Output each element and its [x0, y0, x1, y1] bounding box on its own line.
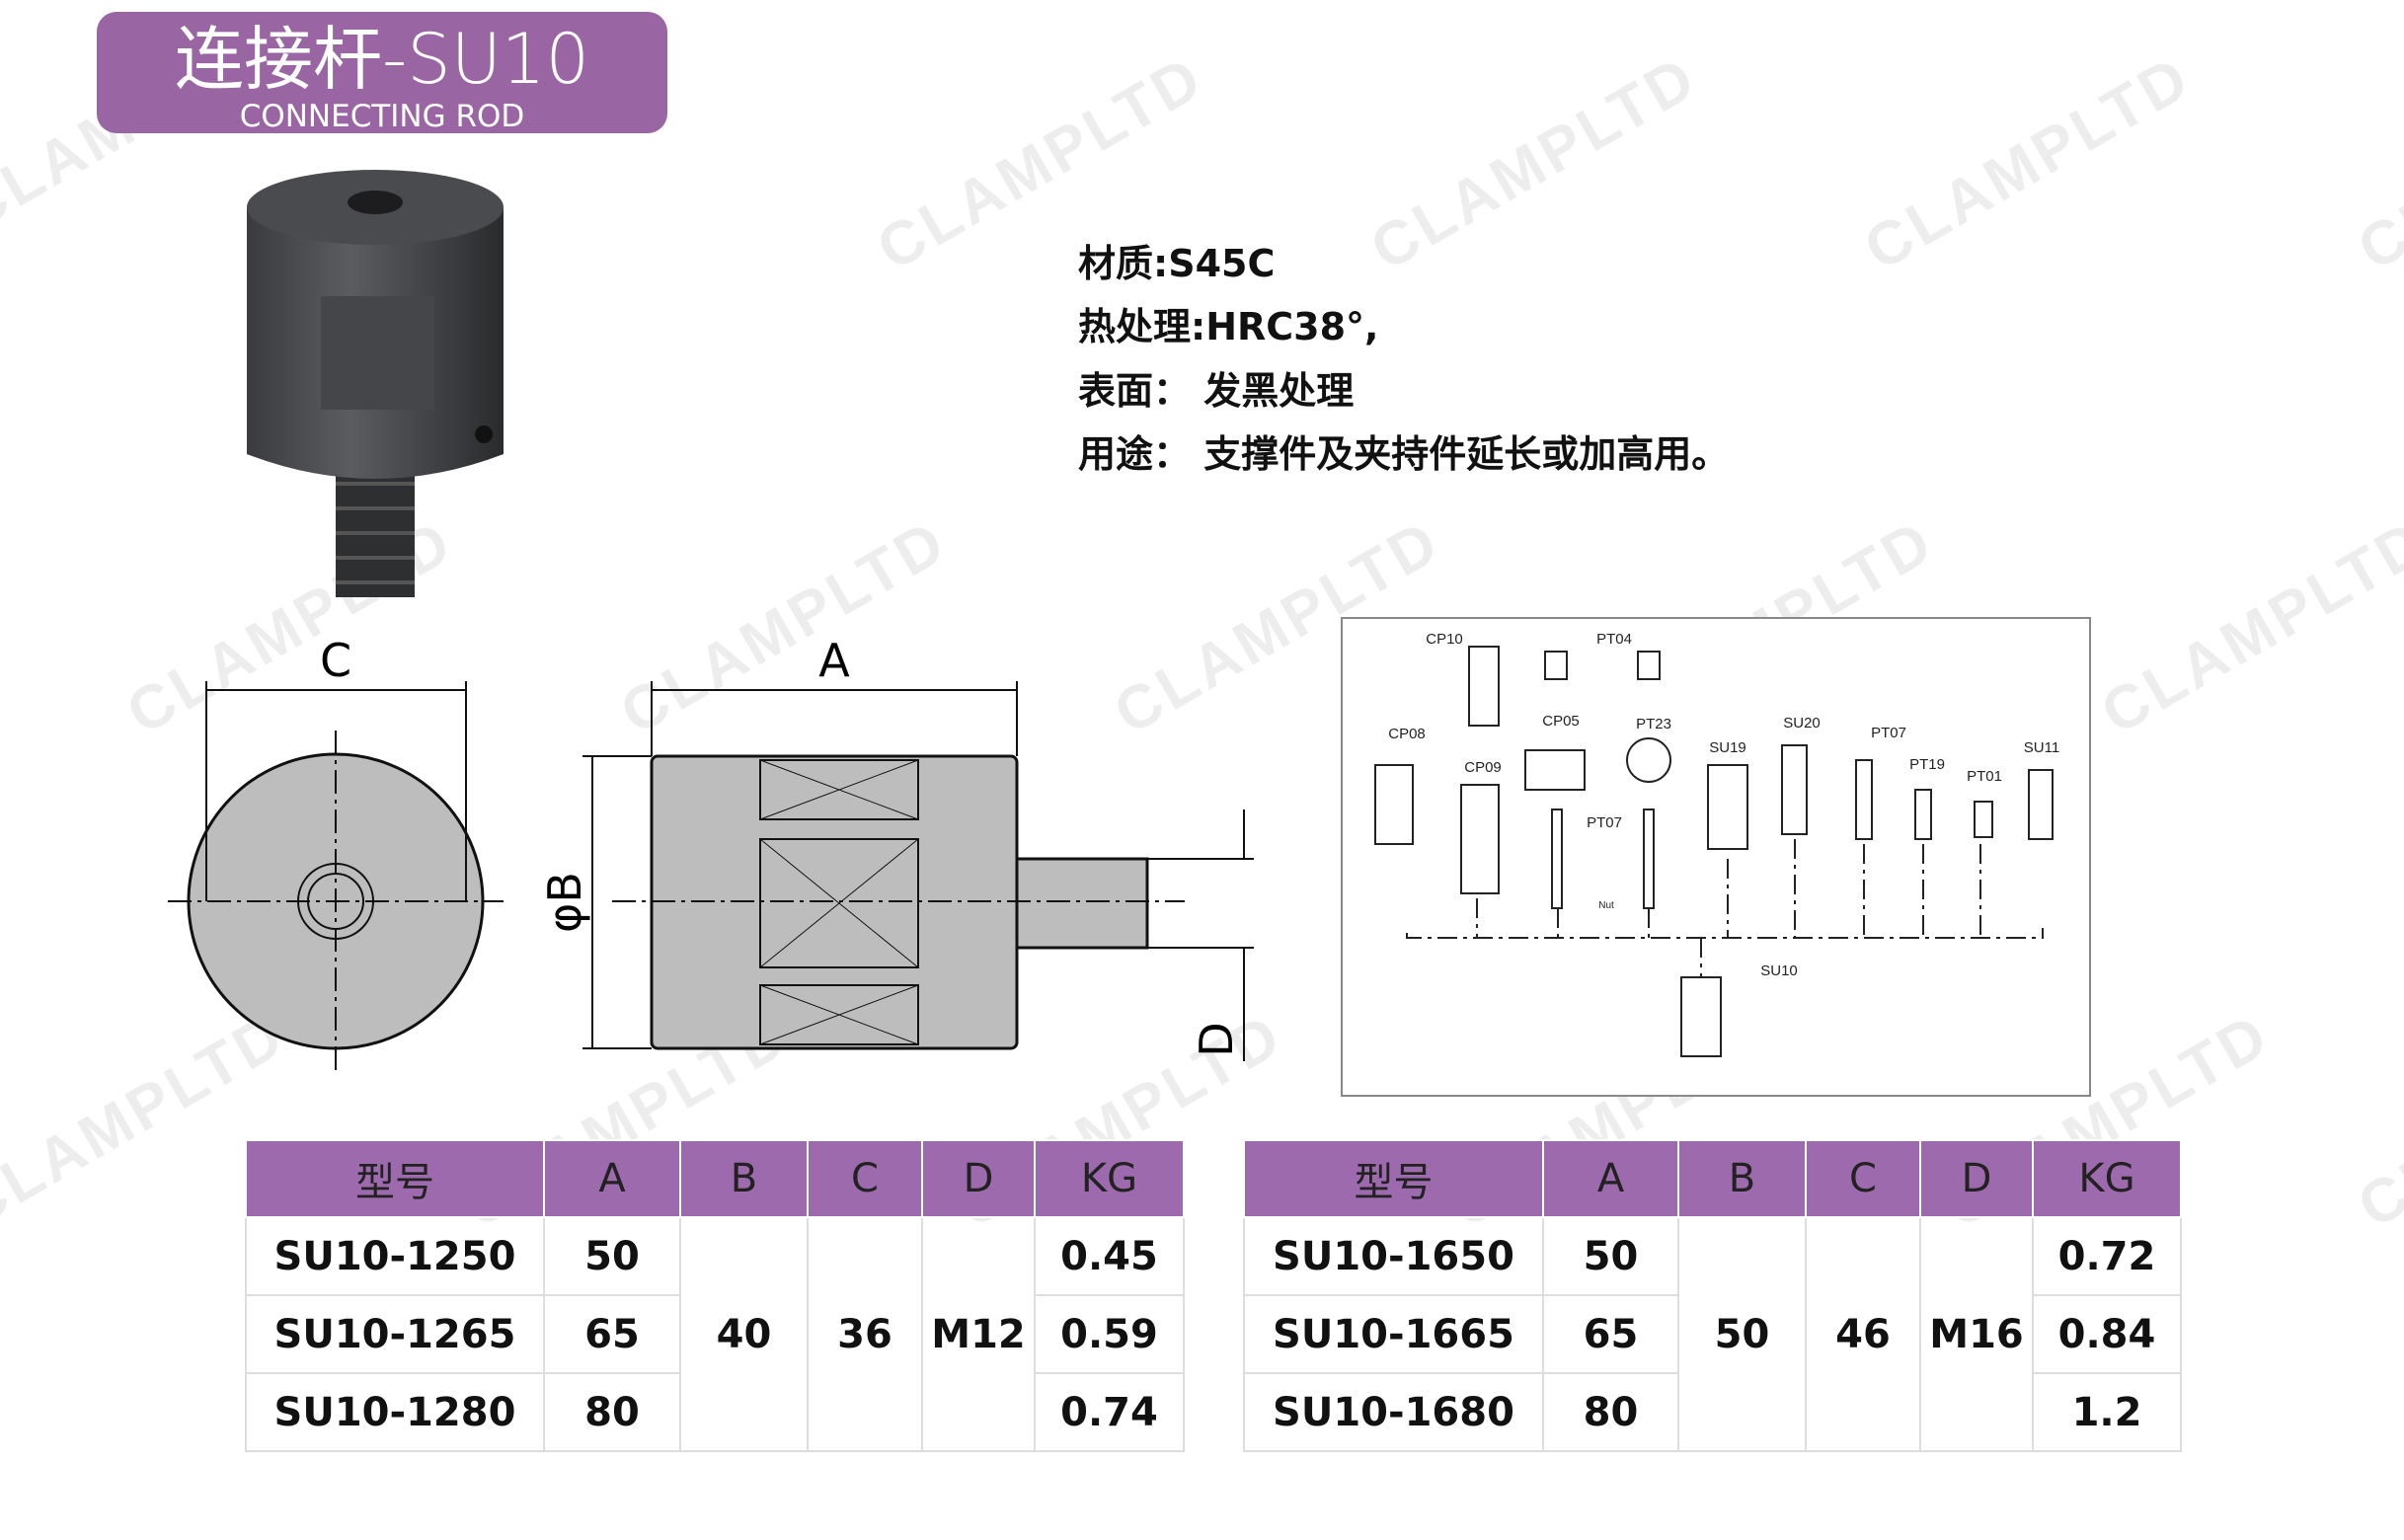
label-su19: SU19 — [1709, 739, 1746, 756]
label-cp08: CP08 — [1388, 726, 1426, 742]
table-cell: SU10-1265 — [245, 1294, 545, 1374]
table-cell: 0.59 — [1034, 1294, 1185, 1374]
table-cell: 65 — [543, 1294, 681, 1374]
header-model: 型号 — [1243, 1139, 1544, 1218]
label-pt01: PT01 — [1967, 768, 2002, 785]
table-cell: 50 — [1677, 1216, 1807, 1452]
header-c: C — [1805, 1139, 1921, 1218]
header-model: 型号 — [245, 1139, 545, 1218]
dim-d-label: D — [1190, 1022, 1243, 1056]
label-pt04: PT04 — [1596, 631, 1632, 648]
title-banner: 连接杆-SU10 CONNECTING ROD — [97, 12, 667, 133]
spec-surface: 表面： 发黑处理 — [1078, 369, 1355, 413]
spec-usage: 用途： 支撑件及夹持件延长或加高用。 — [1078, 432, 1730, 476]
table-cell: 1.2 — [2032, 1372, 2182, 1452]
header-kg: KG — [1034, 1139, 1185, 1218]
label-nut: Nut — [1598, 900, 1614, 911]
table-cell: SU10-1680 — [1243, 1372, 1544, 1452]
table-cell: SU10-1250 — [245, 1216, 545, 1296]
header-b: B — [1677, 1139, 1807, 1218]
header-a: A — [1542, 1139, 1679, 1218]
table-cell: SU10-1280 — [245, 1372, 545, 1452]
table-cell: SU10-1650 — [1243, 1216, 1544, 1296]
table-cell: 36 — [807, 1216, 923, 1452]
table-cell: 0.72 — [2032, 1216, 2182, 1296]
header-kg: KG — [2032, 1139, 2182, 1218]
table-cell: 50 — [1542, 1216, 1679, 1296]
title-cn: 连接杆-SU10 — [175, 19, 589, 100]
label-cp10: CP10 — [1426, 631, 1463, 648]
header-a: A — [543, 1139, 681, 1218]
table-cell: 40 — [679, 1216, 809, 1452]
table-cell: M12 — [921, 1216, 1036, 1452]
label-pt07-a: PT07 — [1587, 814, 1622, 831]
header-c: C — [807, 1139, 923, 1218]
table-cell: 80 — [1542, 1372, 1679, 1452]
label-su10: SU10 — [1760, 962, 1798, 979]
header-d: D — [1919, 1139, 2034, 1218]
table-cell: 0.74 — [1034, 1372, 1185, 1452]
header-b: B — [679, 1139, 809, 1218]
title-en: CONNECTING ROD — [239, 99, 525, 134]
table-cell: 80 — [543, 1372, 681, 1452]
dim-c-label: C — [320, 634, 351, 687]
table-cell: 0.45 — [1034, 1216, 1185, 1296]
table-cell: SU10-1665 — [1243, 1294, 1544, 1374]
dim-b-label: φB — [538, 872, 591, 933]
dim-a-label: A — [818, 634, 850, 687]
table-cell: 46 — [1805, 1216, 1921, 1452]
table-cell: M16 — [1919, 1216, 2034, 1452]
label-pt19: PT19 — [1909, 756, 1945, 773]
header-d: D — [921, 1139, 1036, 1218]
table-cell: 65 — [1542, 1294, 1679, 1374]
label-su11: SU11 — [2024, 739, 2059, 756]
label-su20: SU20 — [1783, 715, 1821, 732]
spec-material: 材质:S45C — [1078, 242, 1276, 285]
label-pt23: PT23 — [1636, 716, 1671, 732]
label-cp09: CP09 — [1464, 759, 1502, 776]
table-cell: 50 — [543, 1216, 681, 1296]
label-cp05: CP05 — [1542, 713, 1580, 730]
spec-heat: 热处理:HRC38°, — [1078, 305, 1379, 348]
table-cell: 0.84 — [2032, 1294, 2182, 1374]
label-pt07-b: PT07 — [1871, 725, 1906, 741]
